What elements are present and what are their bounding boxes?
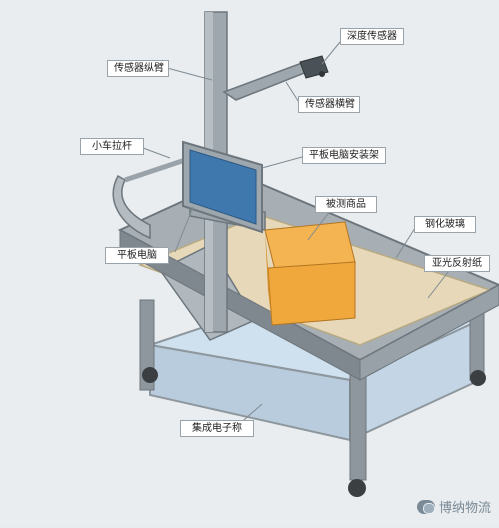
watermark-text: 博纳物流 xyxy=(438,501,491,516)
wechat-icon xyxy=(416,499,435,514)
watermark: 博纳物流 xyxy=(416,497,491,516)
label-depth-sensor: 深度传感器 xyxy=(340,28,404,45)
label-tempered-glass: 钢化玻璃 xyxy=(414,216,476,233)
label-tablet-mount: 平板电脑安装架 xyxy=(302,147,386,164)
label-tablet: 平板电脑 xyxy=(105,247,169,264)
tablet-screen xyxy=(189,149,257,225)
label-integrated-scale: 集成电子称 xyxy=(180,420,254,437)
label-measured-item: 被测商品 xyxy=(315,196,377,213)
label-sensor-horizontal-arm: 传感器横臂 xyxy=(298,96,360,113)
cart-wheels xyxy=(142,367,486,497)
item-box-front xyxy=(267,261,356,326)
label-cart-handle: 小车拉杆 xyxy=(80,138,144,155)
cart-handle xyxy=(112,174,151,240)
label-matte-reflective-paper: 亚光反射纸 xyxy=(424,255,490,272)
label-sensor-vertical-arm: 传感器纵臂 xyxy=(107,60,169,77)
